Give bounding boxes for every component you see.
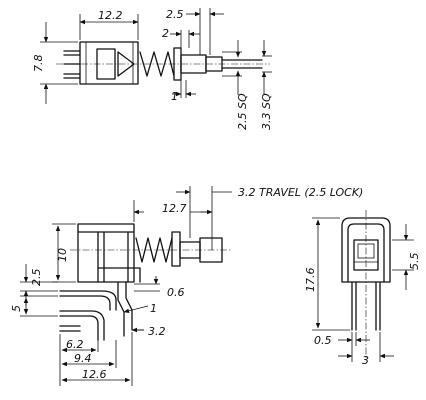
dim-two: 2 — [162, 27, 169, 40]
dim-9-4: 9.4 — [74, 352, 92, 365]
dim-one-top: 1 — [171, 90, 178, 103]
dim-ten: 10 — [56, 248, 69, 262]
dim-height: 7.8 — [32, 55, 45, 73]
dim-6-2: 6.2 — [66, 338, 84, 351]
dim-lock-sq: 2.5 SQ — [236, 93, 249, 130]
dim-5-5: 5.5 — [408, 253, 421, 271]
dim-0-6: 0.6 — [167, 286, 185, 299]
dim-five: 5 — [10, 305, 23, 312]
dim-plunger: 12.7 — [162, 202, 187, 215]
travel-note: 3.2 TRAVEL (2.5 LOCK) — [238, 186, 363, 199]
end-view: 17.6 5.5 0.5 3 — [304, 210, 421, 367]
side-view: 3.2 TRAVEL (2.5 LOCK) 12.7 — [10, 186, 363, 386]
dim-end-height: 17.6 — [304, 268, 317, 293]
top-view: 12.2 7.8 2.5 2 1 2.5 SQ — [32, 8, 273, 130]
dim-12-6: 12.6 — [82, 368, 107, 381]
side-body — [77, 223, 135, 283]
dim-one-side: 1 — [150, 302, 157, 315]
terminal-1 — [59, 290, 117, 311]
dim-body-width: 12.2 — [98, 9, 123, 22]
end-housing — [341, 217, 391, 283]
dim-2-5: 2.5 — [30, 269, 43, 287]
dim-0-5: 0.5 — [314, 334, 332, 347]
switch-body — [79, 41, 139, 85]
dim-3-2: 3.2 — [148, 325, 166, 338]
dim-three: 3 — [362, 354, 369, 367]
side-spring — [135, 237, 173, 263]
dim-full-sq: 3.3 SQ — [260, 93, 273, 130]
dim-travel: 2.5 — [166, 8, 184, 21]
direction-triangle — [117, 51, 135, 77]
